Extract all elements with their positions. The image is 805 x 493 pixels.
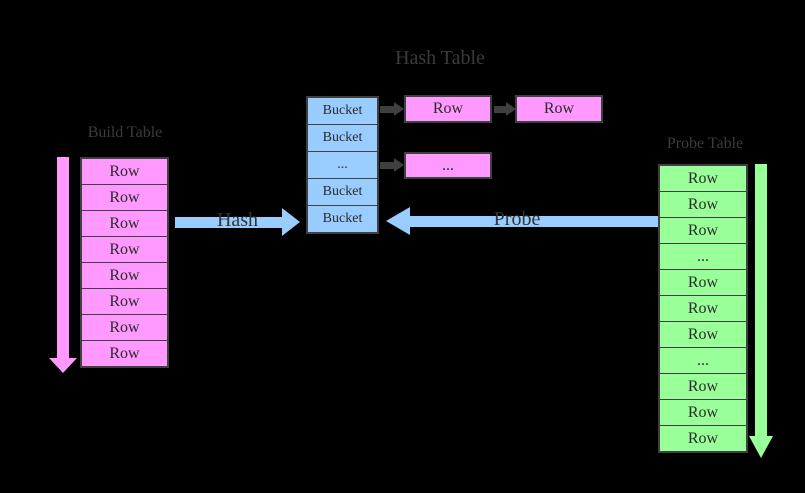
bucket-to-ellipsis-arrow-icon — [394, 158, 404, 172]
hash-arrow-head-icon — [282, 208, 300, 236]
build-table-row: Row — [81, 236, 168, 263]
build-table-row: Row — [81, 340, 168, 367]
probe-table-row: ... — [659, 347, 747, 374]
probe-table-row: Row — [659, 191, 747, 218]
hash-arrow-label: Hash — [216, 209, 259, 231]
build-table-row: Row — [81, 184, 168, 211]
hash-bucket: Bucket — [307, 178, 378, 206]
build-scan-arrow-head-icon — [49, 358, 77, 373]
bucket-to-ellipsis-arrow-shaft — [380, 162, 394, 169]
chained-row: Row — [404, 95, 492, 123]
hash-arrow-shaft — [175, 217, 282, 228]
probe-table-row: Row — [659, 217, 747, 244]
hash-table-buckets: Bucket Bucket ... Bucket Bucket — [306, 96, 379, 234]
build-table-label: Build Table — [87, 124, 163, 141]
build-table-row: Row — [81, 262, 168, 289]
probe-table-row: Row — [659, 269, 747, 296]
probe-table-row: Row — [659, 321, 747, 348]
diagram-title: Hash Table — [395, 47, 485, 69]
probe-arrow-head-icon — [386, 207, 410, 235]
hash-bucket: Bucket — [307, 124, 378, 152]
probe-scan-arrow-shaft — [755, 164, 767, 436]
build-scan-arrow-shaft — [57, 157, 69, 358]
row-to-row-arrow-icon — [506, 102, 516, 116]
probe-table-row: Row — [659, 295, 747, 322]
bucket-to-row-arrow-shaft — [380, 106, 394, 113]
row-to-row-arrow-shaft — [494, 106, 506, 113]
probe-table-row: Row — [659, 165, 747, 192]
bucket-to-row-arrow-icon — [394, 102, 404, 116]
probe-table-label: Probe Table — [666, 135, 744, 152]
build-table-row: Row — [81, 314, 168, 341]
probe-table-row: Row — [659, 399, 747, 426]
hash-bucket: ... — [307, 151, 378, 179]
probe-table-row: Row — [659, 373, 747, 400]
probe-arrow-label: Probe — [493, 208, 541, 230]
probe-scan-arrow-head-icon — [749, 436, 773, 458]
build-table: Row Row Row Row Row Row Row Row — [80, 157, 169, 368]
hash-bucket: Bucket — [307, 97, 378, 125]
build-table-row: Row — [81, 288, 168, 315]
build-table-row: Row — [81, 158, 168, 185]
probe-table-row: Row — [659, 425, 747, 452]
chained-row: Row — [515, 95, 603, 123]
probe-table: Row Row Row ... Row Row Row ... Row Row … — [658, 164, 748, 453]
build-table-row: Row — [81, 210, 168, 237]
hash-bucket: Bucket — [307, 205, 378, 233]
probe-arrow-shaft — [410, 216, 658, 227]
probe-table-row: ... — [659, 243, 747, 270]
chained-rows-ellipsis: ... — [404, 152, 492, 179]
